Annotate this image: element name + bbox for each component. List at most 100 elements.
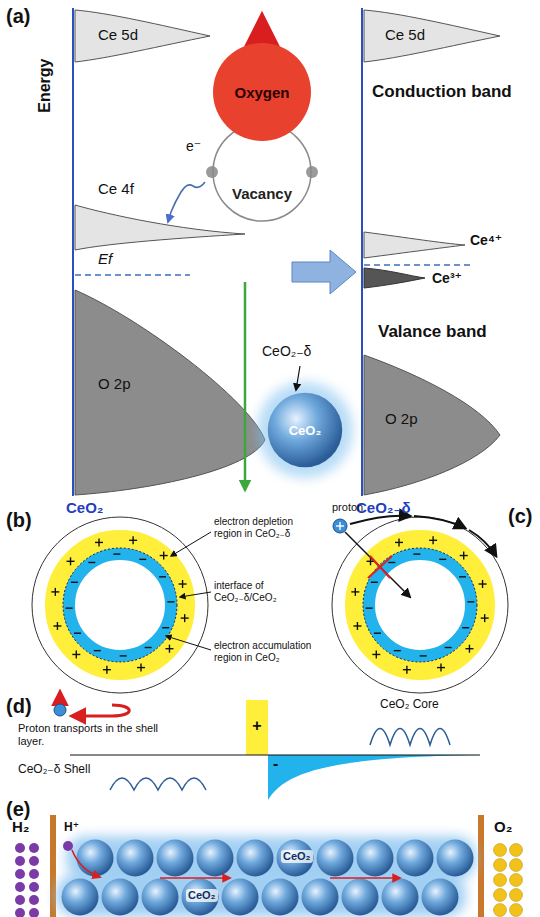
drawing-circle bbox=[15, 908, 25, 917]
node-shape bbox=[268, 393, 342, 467]
drawing-line bbox=[98, 538, 99, 546]
drawing-line bbox=[374, 632, 381, 633]
drawing-circle bbox=[197, 840, 234, 877]
band-label: Conduction band bbox=[372, 82, 512, 102]
drawing-rect bbox=[66, 836, 476, 880]
drawing-circle bbox=[102, 879, 139, 916]
region-label: electron depletion region in CeO₂₋δ bbox=[214, 516, 322, 540]
drawing-circle bbox=[494, 889, 507, 902]
drawing-path bbox=[414, 516, 465, 528]
drawing-circle bbox=[32, 517, 208, 693]
drawing-path bbox=[75, 10, 210, 62]
oxygen-circle: Oxygen bbox=[212, 42, 312, 142]
drawing-circle bbox=[15, 843, 25, 853]
axis-title: Energy bbox=[35, 56, 54, 116]
drawing-line bbox=[57, 622, 58, 630]
drawing-g bbox=[494, 844, 523, 917]
drawing-circle bbox=[63, 548, 177, 662]
drawing-circle bbox=[62, 879, 99, 916]
drawing-g bbox=[62, 840, 474, 916]
drawing-circle bbox=[494, 874, 507, 887]
drawing-path bbox=[330, 877, 400, 879]
band-label: Ce 5d bbox=[385, 26, 425, 44]
drawing-line bbox=[167, 601, 174, 602]
drawing-circle bbox=[397, 840, 434, 877]
drawing-circle bbox=[342, 879, 379, 916]
drawing-line bbox=[244, 282, 247, 490]
drawing-path bbox=[364, 268, 425, 288]
drawing-rect bbox=[50, 815, 56, 917]
note-text: Proton transports in the shell layer. bbox=[18, 722, 178, 748]
drawing-line bbox=[364, 264, 470, 266]
drawing-line bbox=[120, 655, 127, 656]
drawing-path bbox=[75, 205, 245, 250]
ion-label: Ce³⁺ bbox=[432, 270, 462, 287]
material-label: CeO₂ bbox=[186, 889, 218, 902]
drawing-line bbox=[420, 655, 427, 656]
dos-right bbox=[362, 8, 500, 496]
drawing-circle bbox=[494, 904, 507, 917]
drawing-line bbox=[139, 559, 146, 560]
drawing-line bbox=[71, 582, 78, 583]
drawing-circle bbox=[222, 879, 259, 916]
node-shape bbox=[213, 43, 311, 141]
drawing-circle bbox=[206, 166, 218, 178]
panel-letter: (d) bbox=[6, 694, 32, 718]
drawing-line bbox=[106, 666, 107, 674]
node-shape bbox=[213, 123, 311, 221]
drawing-circle bbox=[357, 840, 394, 877]
drawing-line bbox=[394, 650, 401, 651]
band-label: Valance band bbox=[378, 322, 487, 342]
drawing-circle bbox=[510, 844, 523, 857]
drawing-line bbox=[76, 650, 77, 658]
charge-profile bbox=[54, 692, 480, 800]
drawing-line bbox=[368, 556, 392, 578]
charge-sign: + bbox=[246, 716, 268, 735]
drawing-polygon bbox=[292, 250, 356, 294]
drawing-circle bbox=[157, 840, 194, 877]
drawing-line bbox=[388, 562, 395, 563]
drawing-path bbox=[110, 778, 206, 790]
drawing-line bbox=[361, 8, 363, 496]
node-text: Vacancy bbox=[232, 185, 292, 202]
drawing-circle bbox=[510, 889, 523, 902]
drawing-line bbox=[345, 532, 410, 597]
drawing-line bbox=[140, 664, 141, 672]
drawing-line bbox=[296, 366, 300, 390]
material-label: CeO₂₋δ Shell bbox=[18, 762, 90, 776]
drawing-circle bbox=[29, 869, 39, 879]
drawing-line bbox=[169, 645, 170, 653]
drawing-circle bbox=[363, 548, 477, 662]
drawing-path bbox=[364, 355, 500, 495]
drawing-line bbox=[467, 601, 474, 602]
drawing-circle bbox=[332, 517, 508, 693]
drawing-circle bbox=[63, 841, 73, 851]
drawing-line bbox=[166, 636, 211, 650]
drawing-g bbox=[51, 536, 188, 673]
drawing-circle bbox=[422, 879, 459, 916]
drawing-circle bbox=[29, 895, 39, 905]
drawing-circle bbox=[317, 840, 354, 877]
drawing-circle bbox=[262, 879, 299, 916]
drawing-circle bbox=[333, 519, 347, 533]
drawing-circle bbox=[369, 554, 471, 656]
drawing-circle bbox=[237, 840, 274, 877]
drawing-circle bbox=[54, 704, 66, 716]
drawing-circle bbox=[277, 840, 314, 877]
panel-letter: (e) bbox=[6, 797, 30, 821]
drawing-g bbox=[15, 843, 39, 917]
band-label: Ce 5d bbox=[98, 26, 138, 44]
drawing-circle bbox=[494, 859, 507, 872]
drawing-path bbox=[469, 530, 496, 556]
drawing-circle bbox=[15, 856, 25, 866]
particle-label: proton bbox=[332, 501, 363, 514]
drawing-line bbox=[113, 553, 120, 554]
drawing-line bbox=[459, 576, 466, 577]
drawing-line bbox=[432, 536, 433, 544]
drawing-line bbox=[163, 552, 164, 560]
ceria-sphere: CeO₂ bbox=[267, 392, 343, 468]
drawing-path bbox=[168, 182, 205, 222]
drawing-line bbox=[366, 607, 373, 608]
drawing-line bbox=[355, 588, 356, 596]
